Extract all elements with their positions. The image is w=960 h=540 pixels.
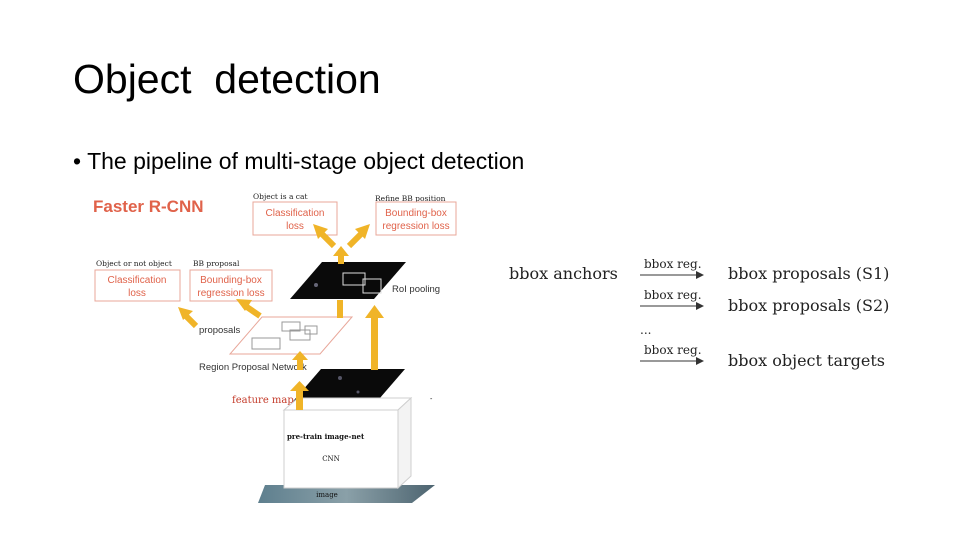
cnn-label: CNN — [322, 455, 340, 463]
rpn-right-caption: BB proposal — [193, 259, 240, 268]
stage-1-label: bbox proposals (S1) — [728, 264, 889, 283]
arrow-to-bbox-top-icon — [346, 224, 370, 249]
main-feature-map — [289, 369, 405, 406]
slide-title: Object detection — [73, 56, 381, 102]
bbox-loss-box-top: Bounding-box regression loss — [375, 201, 457, 236]
image-label: image — [316, 491, 338, 499]
faster-rcnn-heading: Faster R-CNN — [93, 197, 204, 216]
bbox-loss-rpn-line2: regression loss — [197, 288, 264, 299]
arrow-cnn-to-feature-icon — [290, 381, 309, 410]
cascade-step-3: bbox reg. bbox object targets — [640, 343, 885, 370]
bullet-point: •The pipeline of multi-stage object dete… — [73, 148, 524, 175]
stage-2-label: bbox proposals (S2) — [728, 296, 889, 315]
bullet-text: The pipeline of multi-stage object detec… — [87, 148, 525, 174]
reg-label-3: bbox reg. — [644, 343, 702, 357]
bbox-loss-box-rpn: Bounding-box regression loss — [189, 269, 273, 302]
feature-map-label: feature map — [232, 395, 294, 406]
proposals-label: proposals — [199, 325, 240, 336]
arrow-feature-to-roi-icon — [365, 305, 384, 370]
cascade-ellipsis: ... — [640, 323, 651, 337]
top-left-caption: Object is a cat — [253, 192, 308, 201]
flow-arrows — [178, 224, 384, 410]
cnn-block — [258, 396, 435, 503]
cls-loss-rpn-line1: Classification — [108, 275, 167, 286]
arrow-feature-to-proposals-icon — [292, 351, 308, 370]
pretrain-label: pre-train image-net — [287, 432, 365, 441]
roi-feature-map — [290, 262, 406, 299]
rpn-label: Region Proposal Network — [199, 362, 307, 373]
roi-pooling-label: RoI pooling — [392, 284, 440, 295]
proposals-layer — [228, 316, 354, 355]
bbox-loss-top-line2: regression loss — [382, 221, 449, 232]
feature-map-dash: - — [430, 395, 433, 403]
stage-3-label: bbox object targets — [728, 351, 885, 370]
arrow-proposals-to-roi-icon — [337, 300, 343, 318]
cascade-step-1: bbox reg. bbox proposals (S1) — [640, 257, 889, 283]
arrow-to-cls-top-icon — [313, 224, 337, 249]
cls-loss-rpn-line2: loss — [128, 288, 146, 299]
arrow-to-cls-rpn-icon — [178, 307, 199, 329]
arrow-roi-to-cls-icon — [333, 246, 349, 264]
arrow-to-bbox-rpn-icon — [236, 299, 262, 319]
cls-loss-top-line2: loss — [286, 221, 304, 232]
reg-label-2: bbox reg. — [644, 288, 702, 302]
bbox-anchors-label: bbox anchors — [509, 264, 618, 283]
cascade-step-2: bbox reg. bbox proposals (S2) — [640, 288, 889, 315]
classification-loss-box-rpn: Classification loss — [94, 269, 181, 302]
top-right-caption: Refine BB position — [375, 194, 446, 203]
rpn-left-caption: Object or not object — [96, 259, 172, 268]
reg-label-1: bbox reg. — [644, 257, 702, 271]
bbox-loss-rpn-line1: Bounding-box — [200, 275, 262, 286]
bullet-dot-icon: • — [73, 148, 82, 174]
cls-loss-top-line1: Classification — [266, 208, 325, 219]
bbox-loss-top-line1: Bounding-box — [385, 208, 447, 219]
